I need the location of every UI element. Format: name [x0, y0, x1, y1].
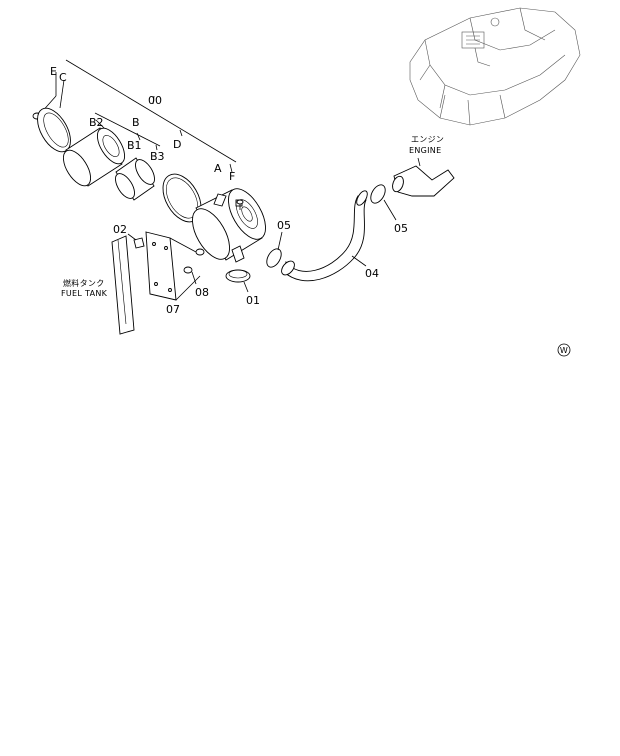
- label-07: 07: [166, 303, 180, 316]
- svg-text:W: W: [560, 346, 568, 355]
- label-05-left: 05: [277, 219, 291, 232]
- label-d: D: [173, 138, 181, 151]
- clamp-05-left: [266, 231, 283, 268]
- element-b2: [62, 127, 126, 187]
- label-05-right: 05: [394, 222, 408, 235]
- label-04: 04: [365, 267, 379, 280]
- engine-illustration: [409, 7, 581, 126]
- label-c: C: [59, 71, 67, 84]
- label-b1: B1: [127, 139, 142, 152]
- element-b3: [115, 157, 155, 201]
- clamp-01: [225, 269, 251, 293]
- screw-f: [236, 199, 244, 210]
- label-b: B: [132, 116, 140, 129]
- label-00: 00: [148, 94, 162, 107]
- engine-connector: [392, 157, 455, 197]
- label-08: 08: [195, 286, 209, 299]
- label-a: A: [214, 162, 222, 175]
- label-f: F: [229, 170, 235, 183]
- washer: [195, 248, 205, 256]
- label-02: 02: [113, 223, 127, 236]
- label-engine-en: ENGINE: [409, 146, 441, 155]
- label-engine-jp: エンジン: [411, 135, 444, 144]
- bolt-02: [127, 233, 145, 249]
- label-fuel-tank-en: FUEL TANK: [61, 289, 108, 298]
- label-b2: B2: [89, 116, 104, 129]
- w-mark-icon: W: [557, 343, 571, 357]
- bracket-07: [145, 231, 201, 301]
- label-e: E: [50, 65, 57, 78]
- label-fuel-tank-jp: 燃料タンク: [63, 278, 105, 288]
- label-01: 01: [246, 294, 260, 307]
- label-b3: B3: [150, 150, 165, 163]
- intake-hose-04: [281, 190, 368, 282]
- cover-ring-c: [37, 79, 71, 153]
- nut-08: [183, 266, 197, 285]
- clamp-05-right: [370, 184, 397, 221]
- fuel-tank-panel: [111, 235, 135, 335]
